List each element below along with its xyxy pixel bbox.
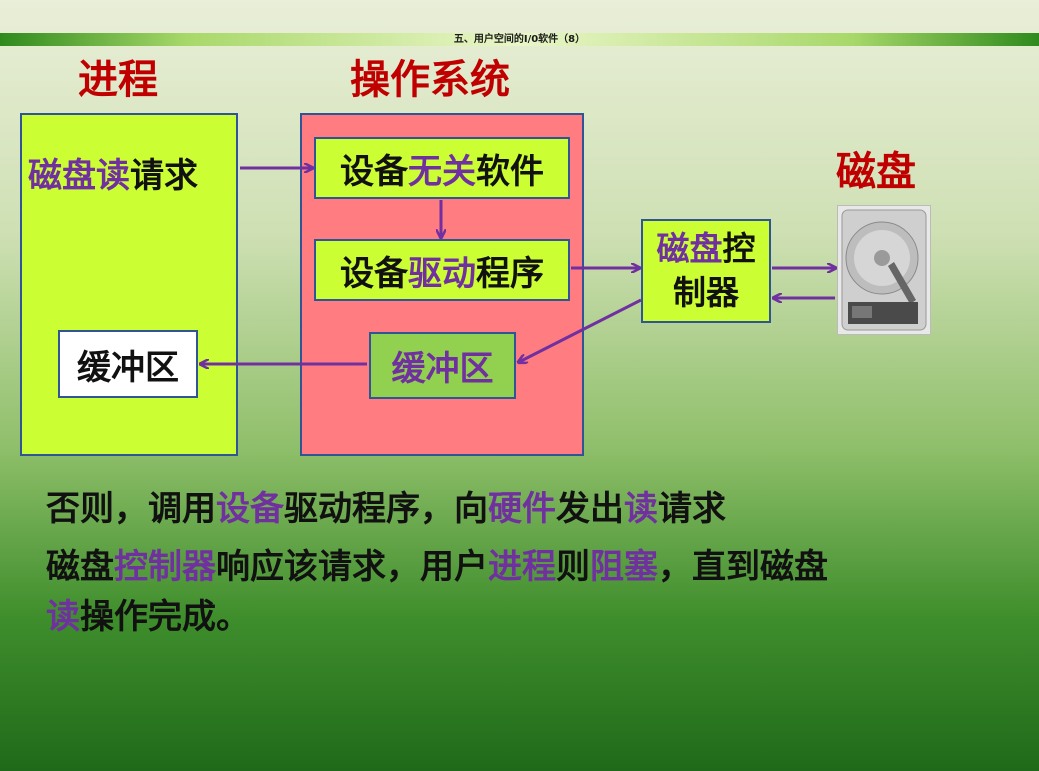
dd-part3: 程序 — [476, 253, 544, 294]
controller-part1: 磁盘 — [656, 229, 723, 268]
process-box — [20, 113, 238, 456]
text-line-3: 读操作完成。 — [46, 588, 250, 646]
arrow-controller-to-os-buffer — [519, 298, 642, 362]
text-line-1: 否则，调用设备驱动程序，向硬件发出读请求 — [46, 480, 726, 538]
hard-disk-image — [837, 205, 931, 335]
device-independent-software: 设备无关软件 — [314, 137, 570, 199]
text-segment: 驱动程序，向 — [284, 489, 488, 529]
disk-heading: 磁盘 — [836, 149, 916, 195]
dd-part1: 设备 — [340, 253, 408, 294]
process-heading: 进程 — [78, 57, 158, 103]
text-segment: 发出 — [556, 489, 624, 529]
text-segment: 操作完成。 — [80, 597, 250, 637]
text-segment: 控制器 — [114, 547, 216, 587]
text-segment: 读 — [624, 489, 658, 529]
controller-line1: 磁盘控 — [657, 227, 756, 271]
dis-part2: 无关 — [408, 151, 476, 192]
device-driver: 设备驱动程序 — [314, 239, 570, 301]
read-request-label: 磁盘读请求 — [28, 148, 198, 197]
text-segment: 请求 — [658, 489, 726, 529]
text-segment: 阻塞 — [590, 547, 658, 587]
os-heading: 操作系统 — [350, 57, 510, 103]
slide-title: 五、用户空间的I/0软件（8） — [453, 34, 586, 45]
read-request-suffix: 请求 — [130, 156, 198, 196]
os-buffer: 缓冲区 — [369, 332, 516, 399]
process-buffer-label: 缓冲区 — [77, 347, 179, 388]
dis-part3: 软件 — [476, 151, 544, 192]
text-segment: 设备 — [216, 489, 284, 529]
text-line-2: 磁盘控制器响应该请求，用户进程则阻塞，直到磁盘 — [46, 538, 828, 596]
dd-part2: 驱动 — [408, 253, 476, 294]
disk-controller: 磁盘控 制器 — [641, 219, 771, 323]
hard-disk-icon — [841, 209, 927, 331]
process-buffer: 缓冲区 — [58, 330, 198, 398]
text-segment: 磁盘 — [46, 547, 114, 587]
text-segment: 响应该请求，用户 — [216, 547, 488, 587]
dis-part1: 设备 — [340, 151, 408, 192]
read-request-prefix: 磁盘读 — [28, 156, 130, 196]
text-segment: 则 — [556, 547, 590, 587]
controller-part2: 控 — [722, 229, 756, 268]
top-banner — [0, 33, 1039, 46]
text-segment: 否则，调用 — [46, 489, 216, 529]
text-segment: ，直到磁盘 — [658, 547, 828, 587]
text-segment: 进程 — [488, 547, 556, 587]
text-segment: 硬件 — [488, 489, 556, 529]
os-buffer-label: 缓冲区 — [391, 349, 494, 389]
controller-line2: 制器 — [673, 273, 739, 312]
text-segment: 读 — [46, 597, 80, 637]
